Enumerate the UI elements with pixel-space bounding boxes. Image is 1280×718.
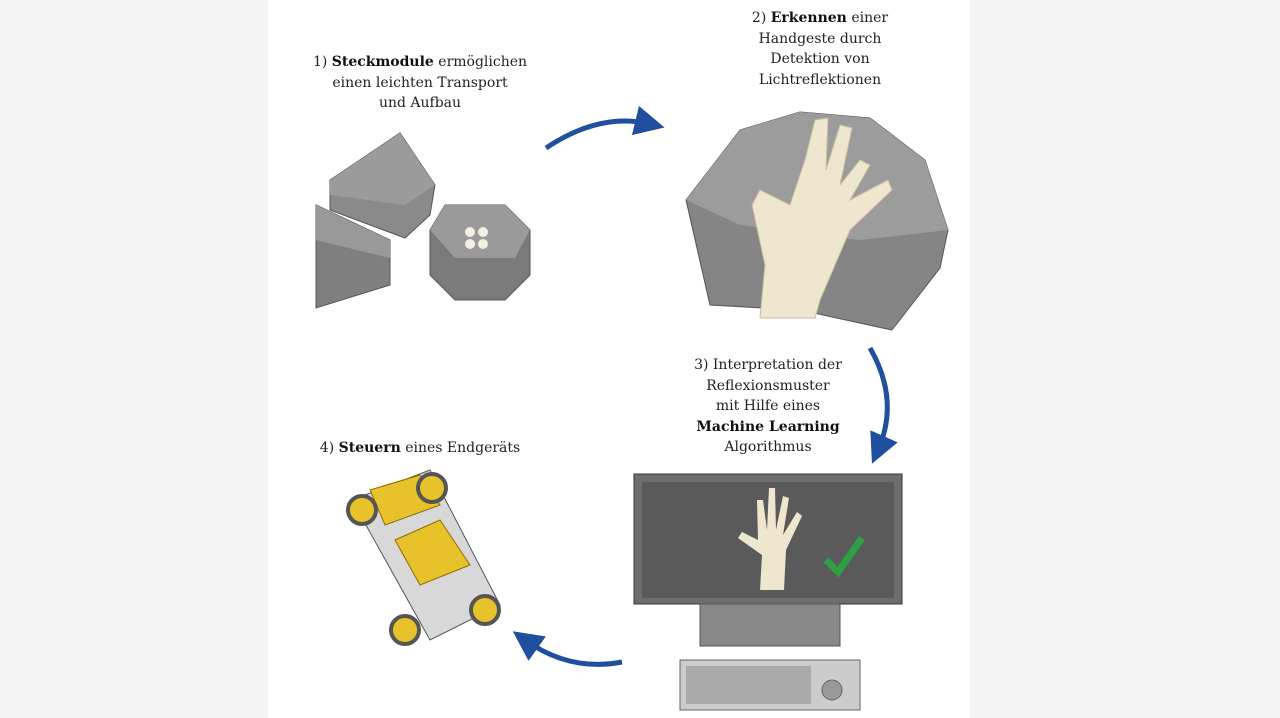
plug-in-modules [315,132,531,309]
step-4-number: 4) [319,440,335,456]
step-2-line2: Handgeste durch [758,30,882,47]
step-3-line5: Algorithmus [724,439,812,455]
step-2-number: 2) [751,10,767,26]
hand-icon [738,488,802,590]
step-3-line2: Reflexionsmuster [706,377,830,394]
step-2-line4: Lichtreflektionen [758,71,882,88]
step-3-line3: mit Hilfe eines [715,398,821,414]
sensor-array-with-hand [685,111,949,331]
step-2-line3: Detektion von [770,51,870,67]
step-4-bold: Steuern [338,440,401,456]
step-2-caption: 2) Erkennen einer Handgeste durch Detekt… [720,8,920,90]
arrow-2-to-3 [867,346,898,464]
step-1-bold: Steckmodule [331,54,434,70]
computer-monitor [633,473,903,711]
checkmark-icon [823,535,865,578]
step-3-line1: 3) Interpretation der [694,357,842,373]
robot-car [346,469,501,646]
step-3-bold: Machine Learning [696,418,840,435]
arrow-1-to-2 [544,105,665,151]
step-3-caption: 3) Interpretation der Reflexionsmuster m… [668,355,868,458]
step-4-caption: 4) Steuern eines Endgeräts [300,438,540,459]
step-2-bold: Erkennen [770,10,847,26]
step-1-caption: 1) Steckmodule ermöglichen einen leichte… [300,52,540,114]
step-4-rest: eines Endgeräts [405,440,521,456]
step-2-rest: einer [851,10,889,26]
step-1-rest: ermöglichen [438,54,528,70]
step-1-line3: und Aufbau [378,95,462,111]
arrow-3-to-4 [512,631,623,667]
step-1-number: 1) [312,54,328,70]
step-1-line2: einen leichten Transport [332,74,508,91]
